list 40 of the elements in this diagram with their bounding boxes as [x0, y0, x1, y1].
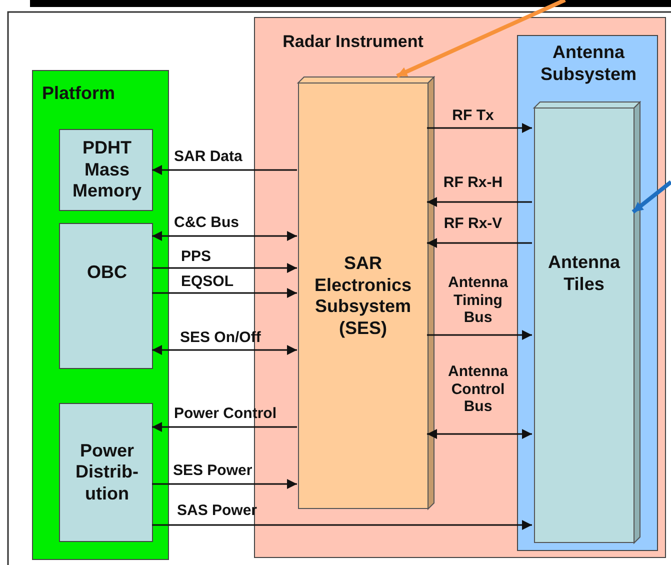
arrow [152, 263, 297, 273]
platform-panel [32, 70, 169, 560]
arrow [427, 197, 532, 207]
arrow [427, 238, 532, 248]
process-box [59, 223, 153, 369]
node-label: OBC [86, 262, 128, 284]
subsystem-panel [517, 35, 658, 551]
arrow [396, 0, 566, 78]
arrow [427, 123, 532, 133]
edge-label: C&C Bus [174, 214, 240, 232]
edge-label: EQSOL [181, 273, 234, 291]
arrow [152, 520, 532, 530]
arrow [152, 345, 297, 355]
edge-label: PPS [181, 248, 212, 266]
node-label: SAR Electronics Subsystem (SES) [313, 252, 413, 340]
edge-label: RF Tx [451, 107, 495, 125]
arrow [152, 422, 297, 432]
arrow [152, 288, 297, 298]
edge-label: RF Rx-H [442, 174, 504, 192]
edge-label: RF Rx-V [442, 215, 504, 233]
node-label: Platform [42, 83, 116, 105]
arrow [632, 180, 671, 214]
arrow [152, 231, 297, 241]
node-label: Radar Instrument [282, 32, 424, 52]
subsystem-block [298, 77, 434, 509]
edge-label: Antenna Timing Bus [447, 274, 509, 328]
arrow [427, 330, 532, 340]
antenna-block [534, 102, 640, 543]
arrow [152, 165, 297, 175]
edge-label: Antenna Control Bus [447, 363, 509, 416]
node-label: Antenna Subsystem [539, 42, 638, 86]
edge-label: SAR Data [174, 148, 242, 166]
node-label: Power Distrib- ution [74, 440, 140, 505]
arrow [427, 429, 532, 439]
node-label: Antenna Tiles [547, 252, 622, 296]
arrow [152, 479, 297, 489]
node-label: PDHT Mass Memory [71, 138, 143, 202]
process-box [59, 403, 153, 542]
edge-label: SES Power [173, 462, 252, 480]
process-box [59, 129, 153, 211]
